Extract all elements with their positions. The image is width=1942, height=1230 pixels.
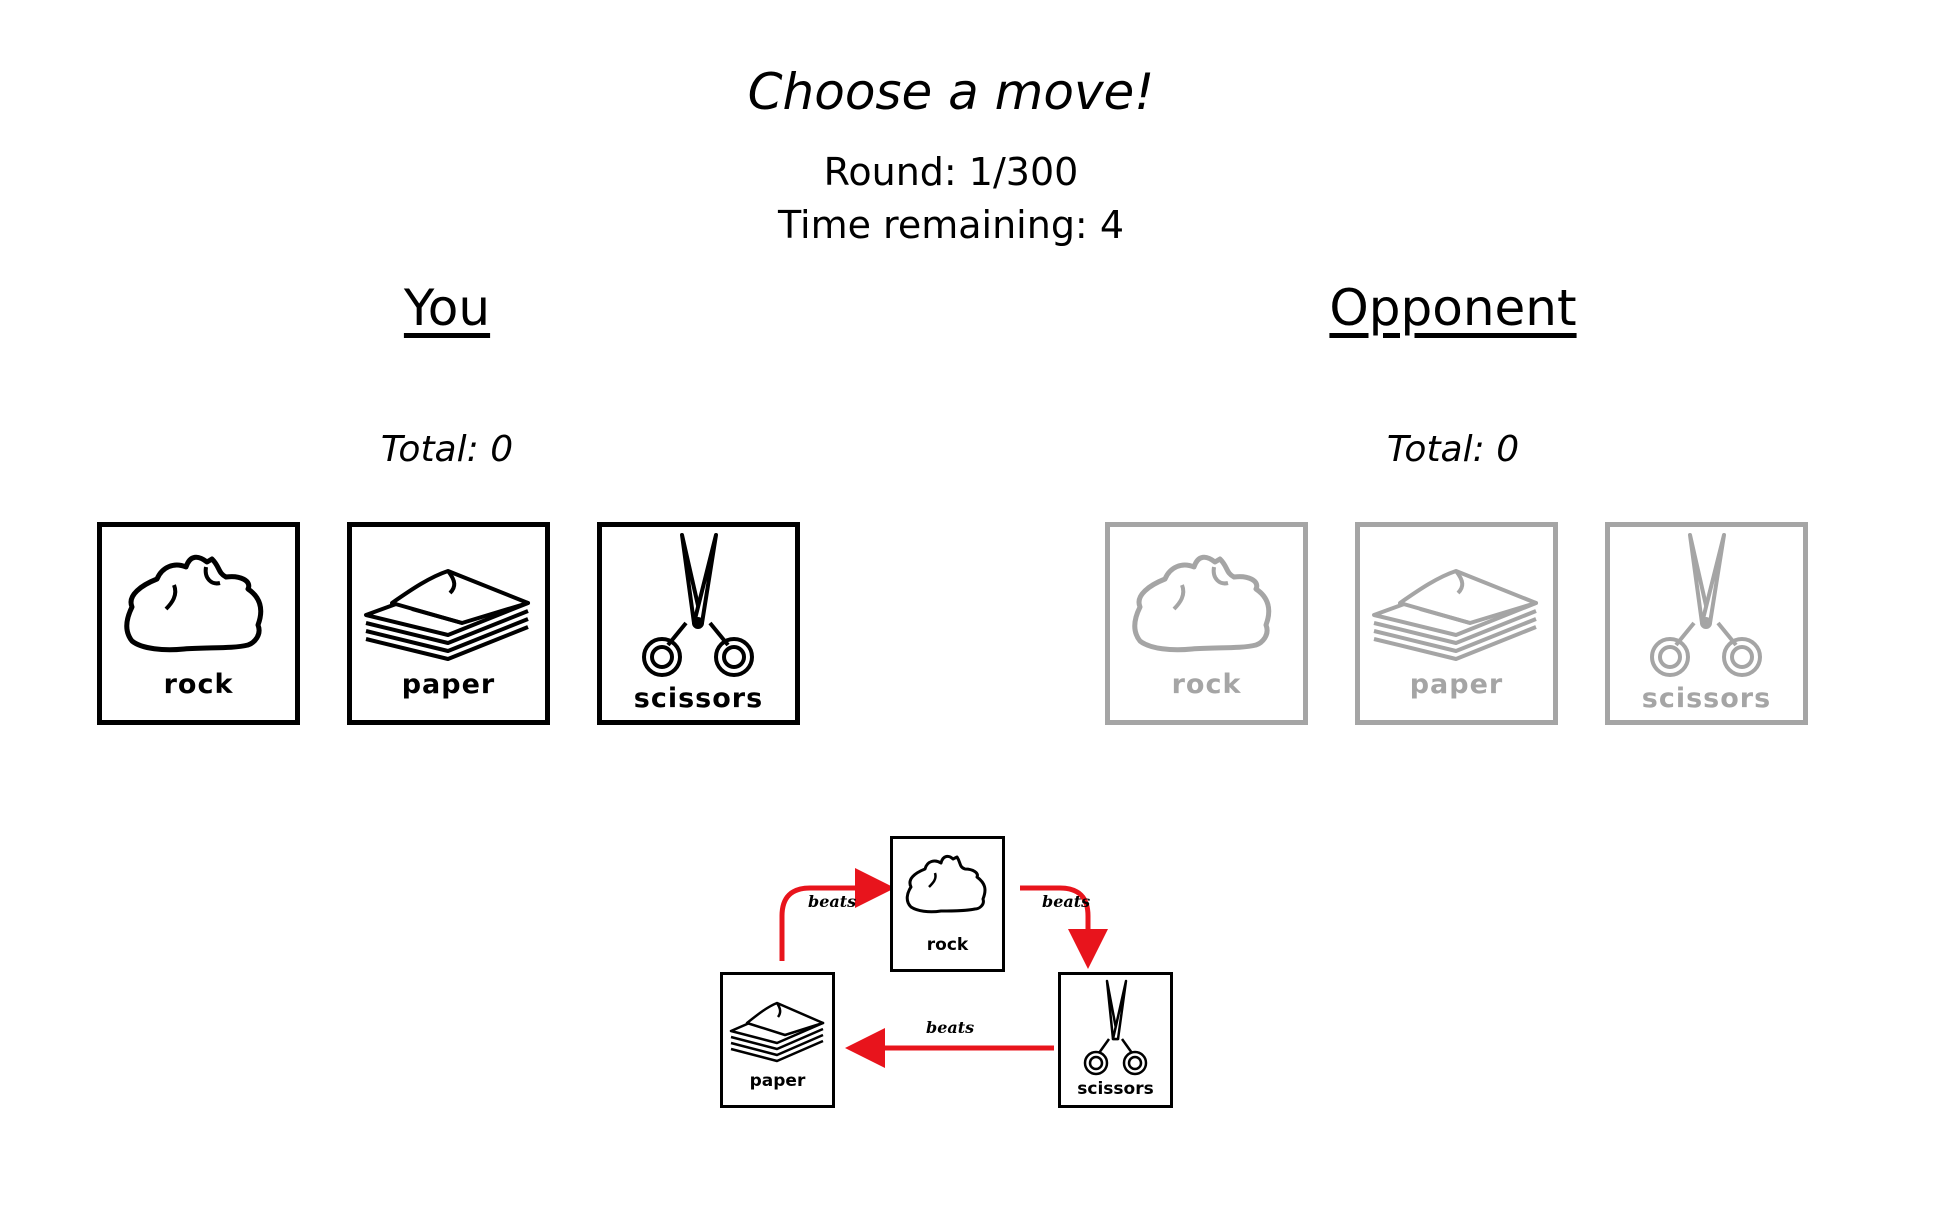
rock-icon bbox=[124, 554, 264, 653]
page-title: Choose a move! bbox=[747, 63, 1155, 121]
arrow-paper-beats-rock bbox=[779, 868, 895, 961]
edge-label: beats bbox=[808, 892, 857, 911]
diagram-paper-node: paper bbox=[720, 972, 835, 1108]
opponent-paper-card: paper bbox=[1355, 522, 1558, 725]
you-heading: You bbox=[403, 279, 491, 337]
paper-icon bbox=[1372, 569, 1538, 661]
rules-diagram: beats beats beats rock scissors bbox=[720, 836, 1180, 1121]
scissors-icon bbox=[642, 533, 754, 677]
rock-icon bbox=[905, 854, 987, 914]
move-label: scissors bbox=[633, 683, 764, 714]
move-label: scissors bbox=[1641, 683, 1772, 714]
opponent-scissors-card: scissors bbox=[1605, 522, 1808, 725]
diagram-scissors-node: scissors bbox=[1058, 972, 1173, 1108]
edge-label: beats bbox=[926, 1018, 975, 1037]
scissors-icon bbox=[1083, 979, 1148, 1076]
you-paper-button[interactable]: paper bbox=[347, 522, 550, 725]
paper-icon bbox=[364, 569, 530, 661]
node-label: scissors bbox=[1077, 1079, 1154, 1099]
round-counter: Round: 1/300 bbox=[823, 150, 1079, 194]
diagram-rock-node: rock bbox=[890, 836, 1005, 972]
move-label: paper bbox=[401, 669, 496, 700]
scissors-icon bbox=[1650, 533, 1762, 677]
paper-icon bbox=[729, 1001, 825, 1063]
move-label: paper bbox=[1409, 669, 1504, 700]
opponent-rock-card: rock bbox=[1105, 522, 1308, 725]
node-label: rock bbox=[926, 935, 969, 955]
move-label: rock bbox=[1171, 669, 1242, 700]
rules-arrows bbox=[779, 868, 1108, 1068]
move-label: rock bbox=[163, 669, 234, 700]
opponent-total: Total: 0 bbox=[1386, 429, 1520, 470]
rock-icon bbox=[1132, 554, 1272, 653]
node-label: paper bbox=[749, 1071, 806, 1091]
opponent-heading: Opponent bbox=[1329, 279, 1577, 337]
you-total: Total: 0 bbox=[380, 429, 514, 470]
you-scissors-button[interactable]: scissors bbox=[597, 522, 800, 725]
edge-label: beats bbox=[1042, 892, 1091, 911]
you-rock-button[interactable]: rock bbox=[97, 522, 300, 725]
arrow-rock-beats-scissors bbox=[1020, 885, 1108, 969]
time-remaining: Time remaining: 4 bbox=[777, 203, 1124, 247]
